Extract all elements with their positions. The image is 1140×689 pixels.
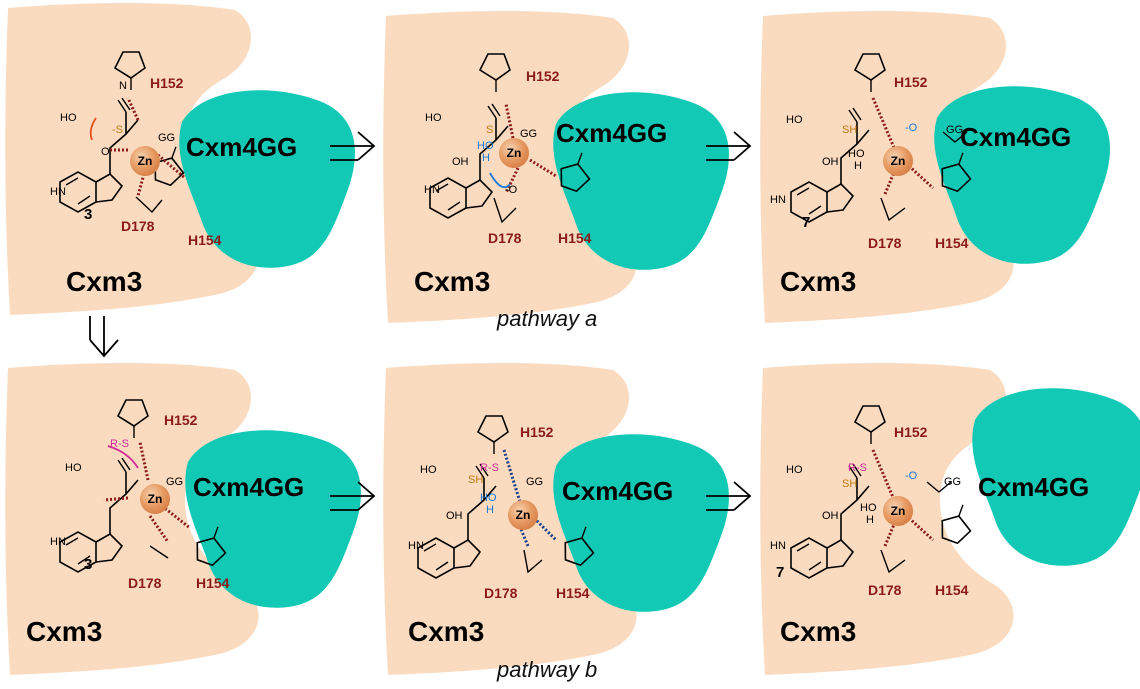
cxm4gg-label: Cxm4GG [960,122,1072,152]
atom-label: -O [505,184,518,196]
atom-label: N [119,80,127,92]
arrow-5-to-6 [706,481,752,511]
cxm3-label: Cxm3 [26,616,103,647]
residue-h154: H154 [556,585,590,601]
cxm3-label: Cxm3 [66,266,143,297]
atom-label: HN [408,540,424,552]
zn-ion: Zn [508,500,538,530]
atom-label: GG [946,124,964,136]
residue-h152: H152 [520,424,554,440]
cxm4gg-label: Cxm4GG [978,472,1090,502]
pathway-a-caption: pathway a [497,306,598,331]
zn-ion: Zn [140,484,170,514]
atom-label: H [486,504,494,516]
atom-label: H [854,160,862,172]
arrow-2-to-3 [706,131,752,161]
atom-label: HN [50,536,66,548]
atom-label: OH [446,510,463,522]
residue-d178: D178 [484,585,518,601]
atom-label: OH [822,510,839,522]
atom-label: HN [424,184,440,196]
atom-label: HO [420,464,437,476]
atom-label: HO [786,464,803,476]
atom-label: -S [112,124,123,136]
atom-label: HO [860,502,877,514]
compound-number: 7 [776,564,785,581]
residue-h152: H152 [526,68,560,84]
residue-h154: H154 [935,235,969,251]
atom-label: -O [905,122,918,134]
atom-label: S [486,124,494,136]
atom-label: R-S [848,462,867,474]
panel-2 [383,11,729,323]
cxm4gg-label: Cxm4GG [556,118,668,148]
atom-label: HN [770,194,786,206]
pathway-b-caption: pathway b [497,657,598,682]
atom-label: OH [452,156,469,168]
atom-label: H [482,152,490,164]
cxm3-label: Cxm3 [408,616,485,647]
atom-label: SH [842,478,858,490]
arrow-1-to-2 [330,131,376,161]
atom-label: R-S [110,438,129,450]
arrow-down [89,316,119,358]
residue-h152: H152 [150,75,184,91]
atom-label: GG [158,132,176,144]
residue-d178: D178 [868,582,902,598]
atom-label: GG [166,476,184,488]
cxm4gg-label: Cxm4GG [193,472,305,502]
panel-1 [5,3,355,315]
atom-label: HO [477,140,494,152]
cxm3-label: Cxm3 [780,616,857,647]
atom-label: HO [848,148,865,160]
cxm3-label: Cxm3 [780,266,857,297]
panel-6 [760,363,1140,675]
panel-4 [5,363,361,675]
zn-ion: Zn [130,146,160,176]
atom-label: OH [822,156,839,168]
atom-label: HN [50,186,66,198]
arrow-4-to-5 [330,481,376,511]
residue-h154: H154 [196,575,230,591]
residue-d178: D178 [128,575,162,591]
cxm4gg-label: Cxm4GG [562,476,674,506]
residue-h152: H152 [164,412,198,428]
zn-ion: Zn [883,496,913,526]
atom-label: GG [520,128,538,140]
compound-number: 3 [84,206,93,223]
residue-h154: H154 [558,230,592,246]
compound-number: 3 [84,556,93,573]
residue-d178: D178 [868,235,902,251]
compound-number: 7 [802,214,811,231]
residue-h154: H154 [188,232,222,248]
zn-ion: Zn [883,146,913,176]
atom-label: H [866,514,874,526]
zn-ion: Zn [499,138,529,168]
atom-label: GG [944,476,962,488]
atom-label: HO [60,112,77,124]
residue-d178: D178 [121,218,155,234]
cxm4gg-label: Cxm4GG [186,132,298,162]
atom-label: HO [425,112,442,124]
atom-label: HO [480,492,497,504]
atom-label: O [101,146,110,158]
atom-label: GG [526,476,544,488]
atom-label: SH [468,474,484,486]
residue-h152: H152 [894,424,928,440]
atom-label: R-S [480,462,499,474]
residue-h152: H152 [894,74,928,90]
cxm3-label: Cxm3 [414,266,491,297]
atom-label: HN [770,540,786,552]
atom-label: SH [842,124,858,136]
atom-label: HO [65,462,82,474]
atom-label: -O [905,470,918,482]
residue-h154: H154 [935,582,969,598]
atom-label: HO [786,114,803,126]
residue-d178: D178 [488,230,522,246]
